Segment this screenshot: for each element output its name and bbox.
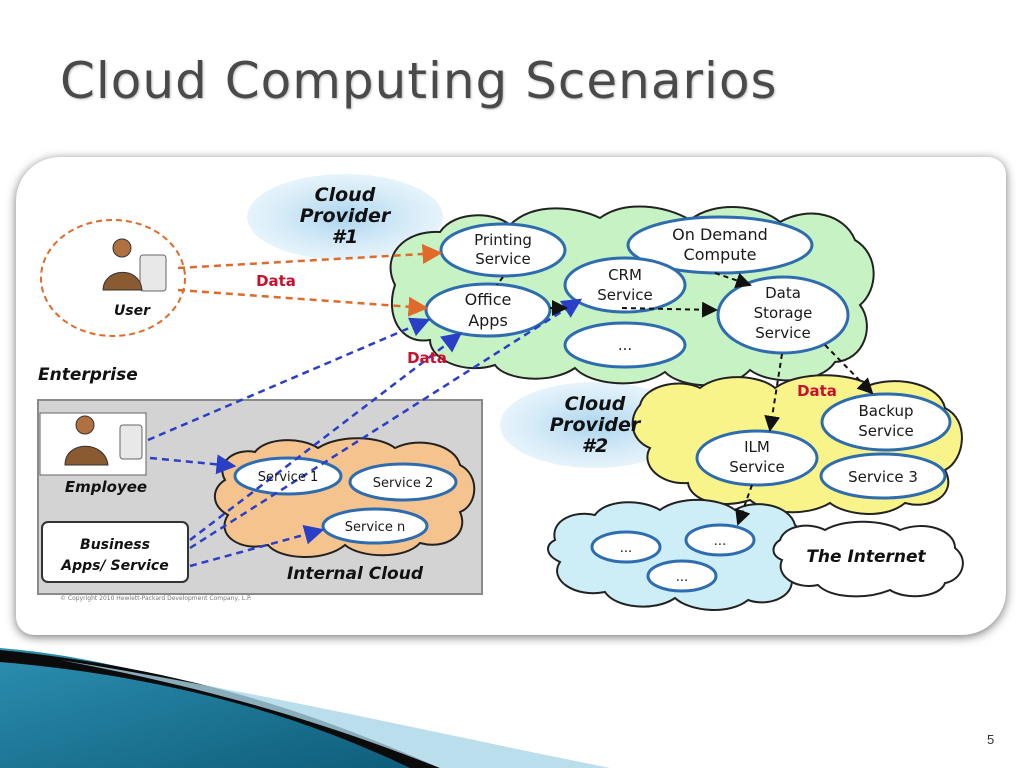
office-apps-line2: Apps [468, 311, 508, 330]
crm-service-line1: CRM [608, 266, 642, 284]
the-internet-cloud [772, 520, 964, 598]
page-number: 5 [987, 732, 995, 747]
data-storage-line1: Data [765, 284, 801, 302]
data-label-2: Data [407, 349, 447, 367]
crm-to-storage-arrow [621, 301, 718, 318]
printing-to-office-arrow [496, 276, 504, 286]
printing-service-line2: Service [475, 250, 530, 268]
user-label: User [114, 303, 151, 319]
business-to-servicen-arrow [189, 524, 325, 568]
provider2-label-line1: Cloud [565, 393, 626, 415]
data-label-3: Data [797, 382, 837, 400]
service2-label: Service 2 [373, 476, 433, 491]
servicen-label: Service n [345, 520, 405, 535]
bottom-swoosh-dark [0, 650, 440, 768]
employee-figure-icon [39, 412, 147, 476]
storage-to-backup-arrow [824, 344, 874, 395]
service3-label: Service 3 [848, 468, 918, 486]
provider2-label-line2: Provider [550, 414, 642, 436]
on-demand-compute-oval [626, 215, 814, 275]
copyright-text: © Copyright 2010 Hewlett-Packard Develop… [60, 595, 252, 602]
employee-to-service1-arrow [149, 454, 237, 475]
bottom-swoosh-light [60, 660, 610, 768]
enterprise-label: Enterprise [38, 365, 138, 385]
crm-service-oval [563, 256, 687, 314]
data-storage-oval [716, 275, 850, 355]
internet-ellipsis-2: ... [714, 534, 726, 549]
backup-service-oval [820, 392, 952, 452]
ilm-to-internet-arrow [735, 484, 753, 526]
on-demand-line1: On Demand [672, 225, 768, 244]
bottom-swoosh [0, 648, 420, 768]
storage-to-ilm-arrow [764, 353, 783, 432]
service3-oval [819, 452, 947, 500]
data-label-1: Data [256, 272, 296, 290]
internet-oval-2 [684, 523, 756, 557]
internet-oval-1 [590, 530, 662, 564]
user-to-office-arrow [177, 288, 429, 317]
ilm-service-line2: Service [729, 458, 784, 476]
service2-oval [348, 462, 458, 502]
provider1-label-line2: Provider [300, 205, 392, 227]
ilm-service-oval [695, 429, 819, 487]
provider1-label-line1: Cloud [315, 184, 376, 206]
office-apps-line1: Office [465, 290, 512, 309]
crm-service-line2: Service [597, 286, 652, 304]
employee-to-office-arrow [147, 317, 431, 442]
provider1-ellipsis-oval [563, 321, 687, 369]
business-to-office-arrow [189, 332, 462, 541]
internet-ellipsis-3: ... [676, 570, 688, 585]
provider1-ellipsis: ... [618, 336, 632, 354]
data-storage-line3: Service [755, 324, 810, 342]
backup-service-line2: Service [858, 422, 913, 440]
internal-cloud-label: Internal Cloud [287, 564, 424, 584]
backup-service-line1: Backup [859, 402, 914, 420]
provider2-label-line3: #2 [582, 435, 608, 457]
service1-label: Service 1 [258, 470, 318, 485]
internet-cloud [547, 498, 806, 611]
business-to-crm-arrow [189, 298, 583, 550]
business-apps-box [41, 521, 189, 583]
provider1-label-line3: #1 [332, 226, 358, 248]
business-apps-label-line2: Apps/ Service [60, 558, 168, 574]
internet-ellipsis-1: ... [620, 541, 632, 556]
compute-to-storage-arrow [714, 272, 752, 289]
ilm-service-line1: ILM [744, 438, 770, 456]
on-demand-line2: Compute [684, 245, 757, 264]
data-storage-line2: Storage [754, 304, 813, 322]
the-internet-label: The Internet [806, 547, 926, 567]
provider1-halo [247, 174, 443, 260]
slide-title: Cloud Computing Scenarios [60, 52, 778, 110]
user-to-printing-arrow [177, 244, 443, 270]
printing-service-line1: Printing [474, 231, 532, 249]
business-apps-label-line1: Business [80, 537, 150, 553]
employee-label: Employee [65, 478, 147, 496]
user-figure-icon [102, 238, 167, 292]
internet-oval-3 [646, 559, 718, 593]
